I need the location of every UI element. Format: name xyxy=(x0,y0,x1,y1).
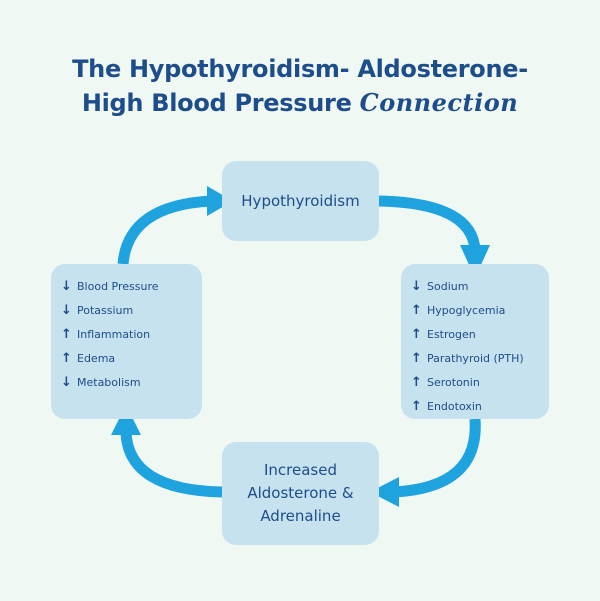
list-item: ↑ Endotoxin xyxy=(411,394,549,418)
up-arrow-icon: ↑ xyxy=(411,398,422,414)
list-item: ↓ Sodium xyxy=(411,274,549,298)
list-item: ↓ Blood Pressure xyxy=(61,274,202,298)
list-item-label: Hypoglycemia xyxy=(427,303,506,317)
down-arrow-icon: ↓ xyxy=(61,278,72,294)
arrow-right-to-bottom-head xyxy=(370,477,399,507)
list-item: ↑ Inflammation xyxy=(61,322,202,346)
up-arrow-icon: ↑ xyxy=(61,326,72,342)
up-arrow-icon: ↑ xyxy=(411,374,422,390)
list-item-label: Inflammation xyxy=(77,327,151,341)
list-item: ↓ Potassium xyxy=(61,298,202,322)
list-item: ↑ Estrogen xyxy=(411,322,549,346)
hypothyroidism-label: Hypothyroidism xyxy=(241,192,360,210)
list-item-label: Potassium xyxy=(77,303,134,317)
list-item-label: Sodium xyxy=(427,279,469,293)
list-item-label: Endotoxin xyxy=(427,399,482,413)
bottom-box-line: Adrenaline xyxy=(260,507,341,525)
down-arrow-icon: ↓ xyxy=(411,278,422,294)
up-arrow-icon: ↑ xyxy=(61,350,72,366)
up-arrow-icon: ↑ xyxy=(411,326,422,342)
aldosterone-adrenaline-box: Increased Aldosterone & Adrenaline xyxy=(222,442,379,545)
title-line-2: High Blood Pressure Connection xyxy=(0,88,600,118)
effects-box-left: ↓ Blood Pressure ↓ Potassium ↑ Inflammat… xyxy=(51,264,202,419)
list-item-label: Serotonin xyxy=(427,375,480,389)
list-item-label: Edema xyxy=(77,351,116,365)
list-item-label: Blood Pressure xyxy=(77,279,159,293)
title-line-1: The Hypothyroidism- Aldosterone- xyxy=(72,55,528,83)
up-arrow-icon: ↑ xyxy=(411,350,422,366)
title-line-2-script: Connection xyxy=(359,88,519,117)
list-item-label: Parathyroid (PTH) xyxy=(427,351,524,365)
list-item: ↑ Hypoglycemia xyxy=(411,298,549,322)
arrow-bottom-to-left xyxy=(120,431,223,498)
list-item: ↑ Parathyroid (PTH) xyxy=(411,346,549,370)
arrow-left-to-top xyxy=(117,195,213,265)
list-item: ↑ Serotonin xyxy=(411,370,549,394)
title-line-2-main: High Blood Pressure xyxy=(81,89,360,117)
list-item: ↓ Metabolism xyxy=(61,370,202,394)
list-item-label: Metabolism xyxy=(77,375,141,389)
arrow-right-to-bottom xyxy=(392,418,481,498)
arrow-top-to-right xyxy=(378,195,481,251)
arrow-left-to-top-head xyxy=(207,186,233,216)
up-arrow-icon: ↑ xyxy=(411,302,422,318)
arrow-bottom-to-left-head xyxy=(111,405,141,435)
down-arrow-icon: ↓ xyxy=(61,374,72,390)
bottom-box-line: Increased xyxy=(263,461,337,479)
effects-box-right: ↓ Sodium ↑ Hypoglycemia ↑ Estrogen ↑ Par… xyxy=(401,264,549,419)
list-item: ↑ Edema xyxy=(61,346,202,370)
hypothyroidism-box: Hypothyroidism xyxy=(222,161,379,241)
list-item-label: Estrogen xyxy=(427,327,476,341)
bottom-box-line: Aldosterone & xyxy=(247,484,354,502)
down-arrow-icon: ↓ xyxy=(61,302,72,318)
arrow-top-to-right-head xyxy=(460,245,490,278)
